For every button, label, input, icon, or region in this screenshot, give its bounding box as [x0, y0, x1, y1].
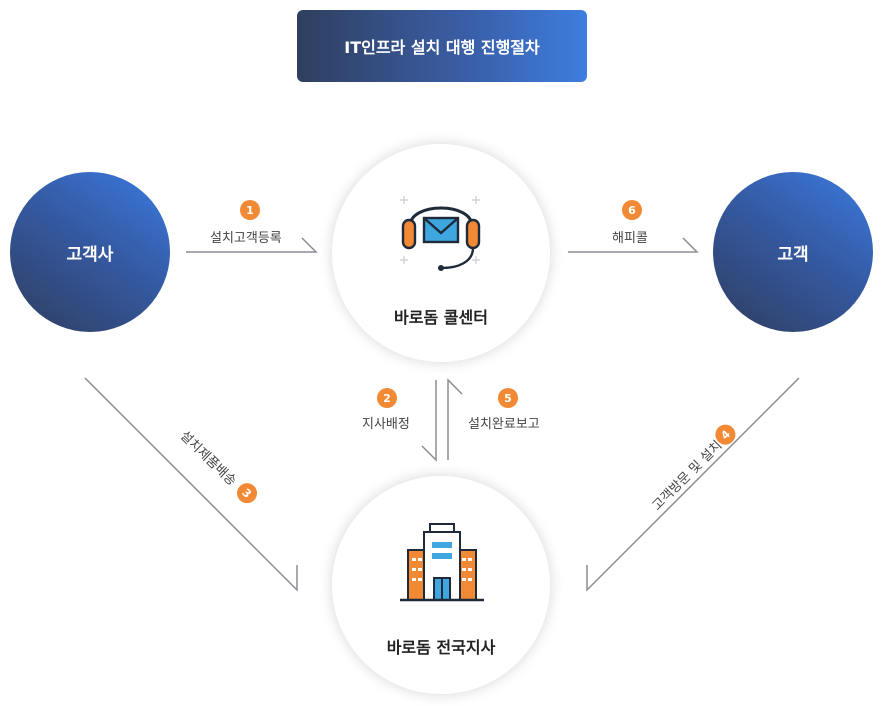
step-label-6: 해피콜 — [612, 231, 648, 246]
arrow-step-6 — [568, 237, 699, 253]
headset-mail-icon — [400, 196, 481, 271]
arrow-step-1 — [186, 237, 318, 253]
step-badge-2: 2 — [377, 388, 397, 408]
node-client-company: 고객사 — [10, 172, 170, 332]
node-branch: 바로돔 전국지사 — [332, 476, 550, 694]
arrow-step-5 — [447, 378, 463, 460]
step-badge-1: 1 — [240, 200, 260, 220]
node-label-branch: 바로돔 전국지사 — [386, 638, 496, 657]
step-label-1: 설치고객등록 — [210, 231, 282, 246]
node-call-center: 바로돔 콜센터 — [332, 144, 550, 362]
page-title: IT인프라 설치 대행 진행절차 — [297, 10, 587, 82]
arrow-step-3 — [84, 377, 298, 592]
step-badge-6: 6 — [622, 200, 642, 220]
office-building-icon — [400, 523, 484, 602]
arrow-step-2 — [421, 380, 437, 462]
step-label-5: 설치완료보고 — [468, 417, 540, 432]
node-label-call-center: 바로돔 콜센터 — [394, 308, 488, 327]
node-label-customer: 고객 — [777, 244, 809, 265]
arrow-step-4 — [586, 377, 800, 592]
node-customer: 고객 — [713, 172, 873, 332]
step-badge-5: 5 — [498, 388, 518, 408]
step-label-2: 지사배정 — [362, 417, 410, 432]
node-label-client-company: 고객사 — [66, 244, 114, 265]
